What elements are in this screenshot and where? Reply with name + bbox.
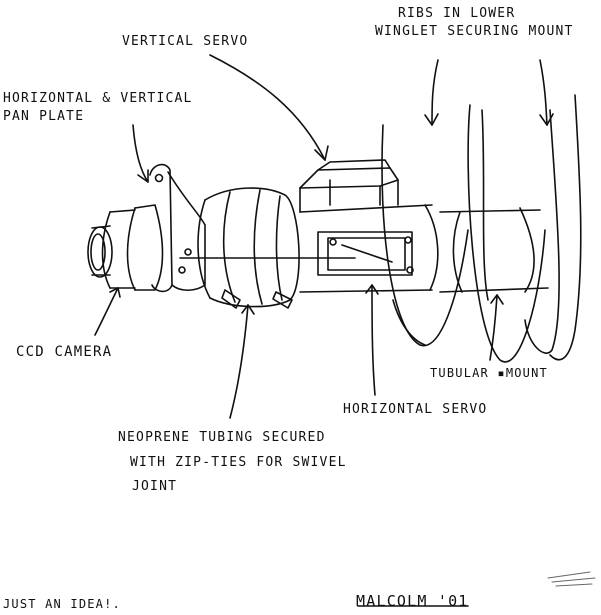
- signature-label: MALCOLM '01: [356, 592, 469, 610]
- horizontal-servo-label: HORIZONTAL SERVO: [343, 402, 488, 417]
- tubular-mount-label: TUBULAR ▪MOUNT: [430, 366, 548, 380]
- scan-smudge: [548, 572, 595, 586]
- neoprene-tubing: [180, 188, 355, 308]
- ccd-camera-label: CCD CAMERA: [16, 344, 113, 360]
- tubular-mount: [440, 208, 548, 292]
- pan-plate: [150, 165, 205, 292]
- vertical-servo-box: [300, 160, 398, 212]
- vertical-servo-label: VERTICAL SERVO: [122, 34, 249, 49]
- neoprene-label-line1: NEOPRENE TUBING SECURED: [118, 430, 326, 445]
- ribs-label-line1: RIBS IN LOWER: [398, 6, 516, 21]
- winglet-ribs: [382, 95, 581, 362]
- pan-plate-label-line2: PAN PLATE: [3, 109, 85, 124]
- neoprene-label-line3: JOINT: [132, 479, 178, 494]
- neoprene-label-line2: WITH ZIP-TIES FOR SWIVEL: [130, 455, 347, 470]
- horizontal-servo-housing: [300, 205, 438, 292]
- ccd-camera: [88, 205, 163, 290]
- ribs-label-line2: WINGLET SECURING MOUNT: [375, 24, 574, 39]
- pan-plate-label-line1: HORIZONTAL & VERTICAL: [3, 91, 193, 106]
- note-label: JUST AN IDEA!.: [3, 597, 121, 611]
- leader-lines: [95, 55, 553, 418]
